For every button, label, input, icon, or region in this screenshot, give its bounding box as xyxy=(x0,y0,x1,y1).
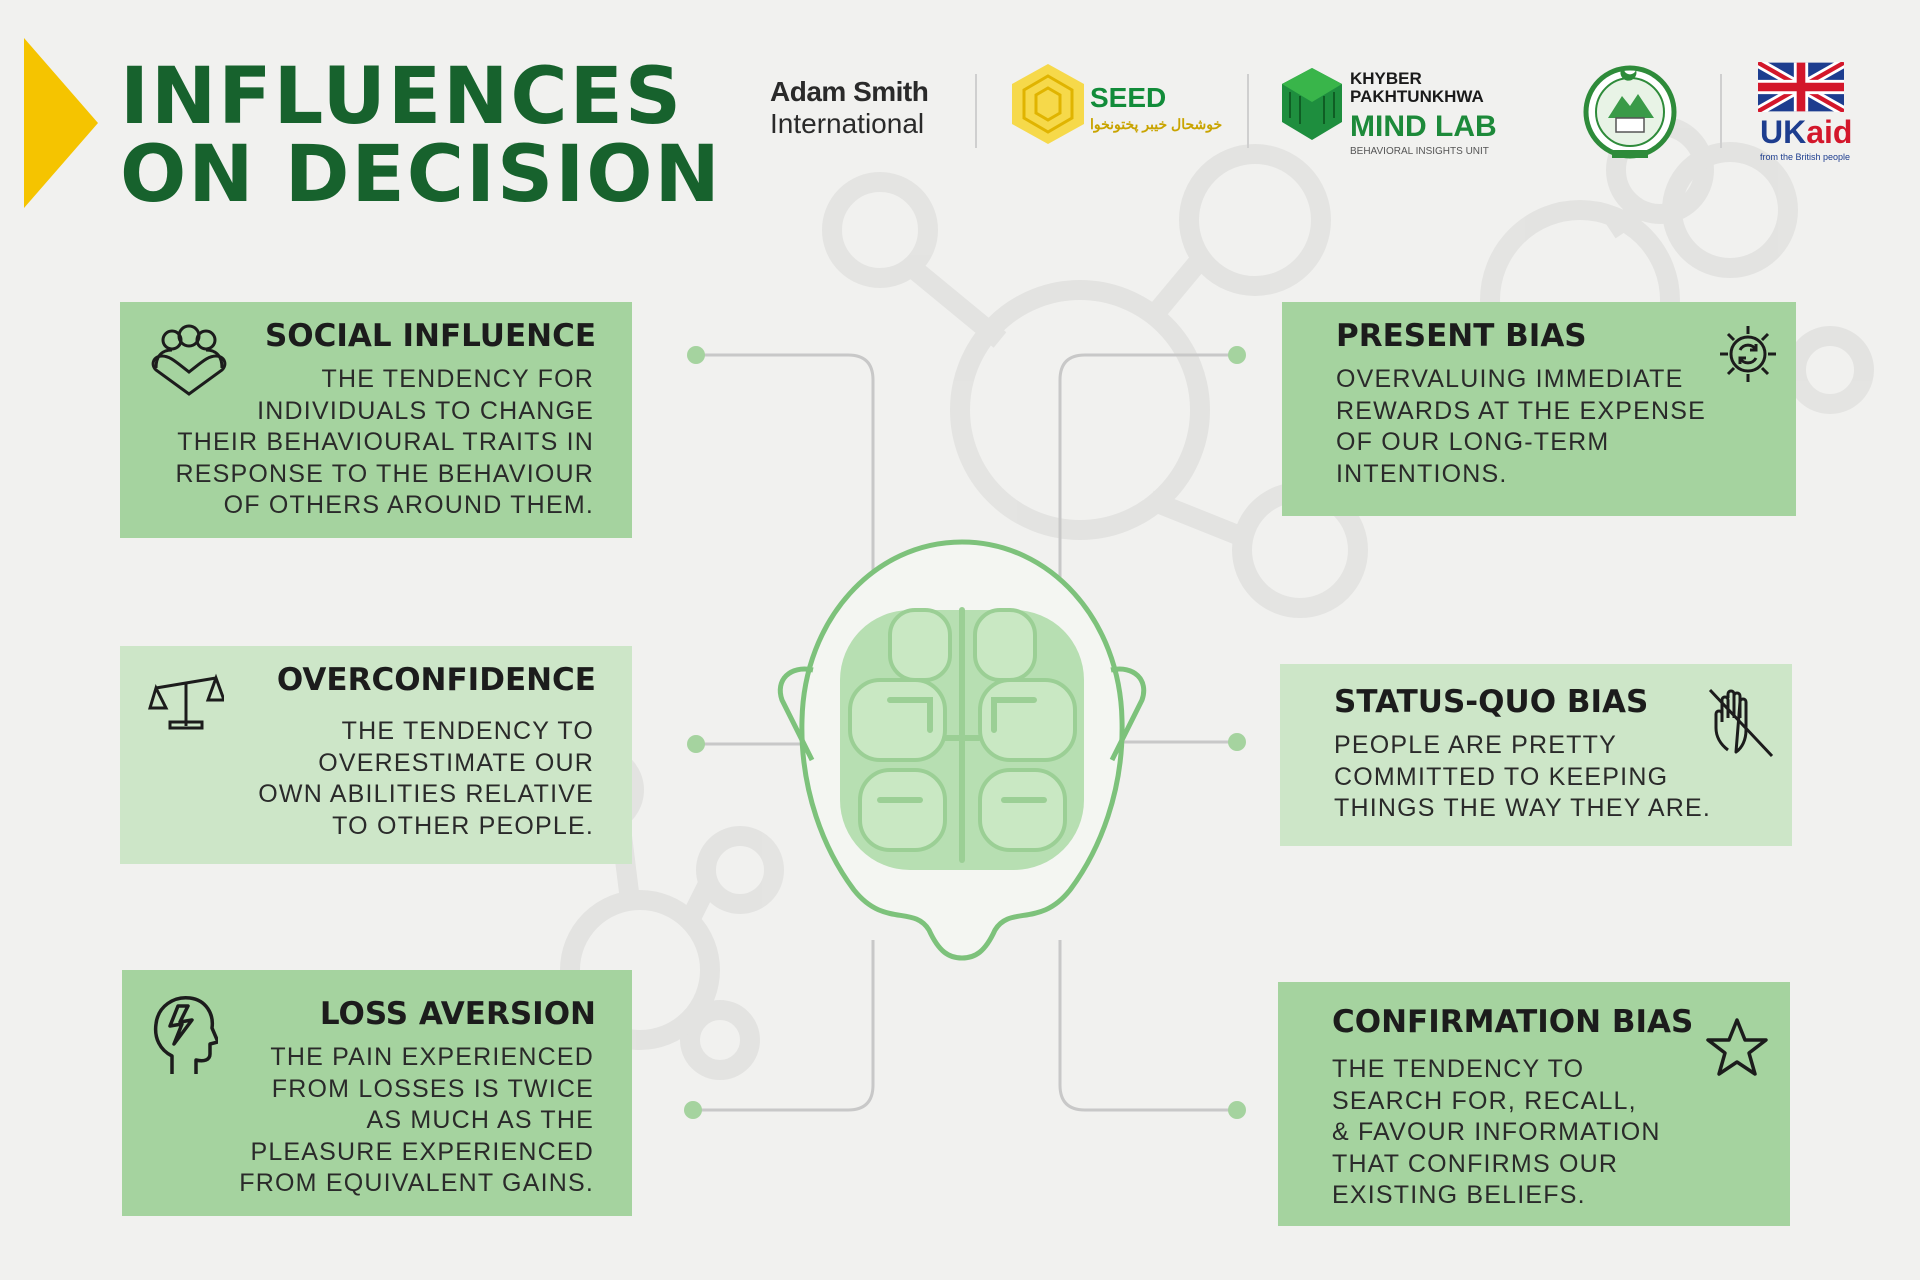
adam-smith-line1: Adam Smith xyxy=(770,76,929,107)
gear-cycle-icon xyxy=(1720,326,1776,382)
card-description-line: THINGS THE WAY THEY ARE. xyxy=(1334,794,1712,822)
kp-mind-lab-logo: KHYBER PAKHTUNKHWA MIND LAB BEHAVIORAL I… xyxy=(1280,66,1497,157)
government-seal-icon xyxy=(1583,65,1677,159)
kp-government-seal xyxy=(1578,56,1682,165)
adam-smith-logo: Adam Smith International xyxy=(770,76,929,140)
card-description-line: PLEASURE EXPERIENCED xyxy=(250,1137,594,1166)
card-description-line: SEARCH FOR, RECALL, xyxy=(1332,1086,1637,1115)
card-description-line: OF OUR LONG-TERM xyxy=(1336,428,1610,456)
ukaid-uk: UK xyxy=(1760,114,1807,150)
mind-lab-subtitle: BEHAVIORAL INSIGHTS UNIT xyxy=(1350,146,1489,157)
connector-dot-loss xyxy=(684,1101,702,1119)
seed-logo: SEED خوشحال خیبر پختونخوا xyxy=(1010,62,1222,151)
kp-name-lines: KHYBER PAKHTUNKHWA xyxy=(1350,70,1520,106)
card-description-line: THAT CONFIRMS OUR xyxy=(1332,1149,1619,1178)
card-confirmation-bias: CONFIRMATION BIAS THE TENDENCY TO SEARCH… xyxy=(1278,982,1790,1226)
card-description: THE TENDENCY TO OVERESTIMATE OUR OWN ABI… xyxy=(258,716,594,842)
card-social-influence: SOCIAL INFLUENCE THE TENDENCY FOR INDIVI… xyxy=(120,302,632,538)
card-description-line: THE TENDENCY TO xyxy=(1332,1055,1585,1083)
card-description: PEOPLE ARE PRETTY COMMITTED TO KEEPING T… xyxy=(1334,730,1711,825)
union-flag-icon xyxy=(1755,58,1847,116)
ukaid-aid: aid xyxy=(1806,114,1853,150)
card-description: THE TENDENCY TO SEARCH FOR, RECALL, & FA… xyxy=(1332,1054,1661,1212)
card-description-line: & FAVOUR INFORMATION xyxy=(1332,1118,1661,1146)
card-title: SOCIAL INFLUENCE xyxy=(264,318,596,354)
card-description-line: REWARDS AT THE EXPENSE xyxy=(1336,396,1707,425)
card-description-line: OF OTHERS AROUND THEM. xyxy=(223,491,594,519)
ukaid-wordmark: UKaid xyxy=(1760,114,1852,151)
hand-blocked-icon xyxy=(1708,688,1774,758)
head-brain-icon xyxy=(777,539,1147,961)
card-description: OVERVALUING IMMEDIATE REWARDS AT THE EXP… xyxy=(1336,364,1706,490)
ukaid-logo: UKaid from the British people xyxy=(1755,58,1852,162)
card-description-line: THE PAIN EXPERIENCED xyxy=(270,1043,594,1071)
card-description: THE TENDENCY FOR INDIVIDUALS TO CHANGE T… xyxy=(175,364,594,522)
logo-separator xyxy=(1720,74,1722,148)
star-icon xyxy=(1706,1018,1768,1076)
seed-subtitle: خوشحال خیبر پختونخوا xyxy=(1090,116,1223,132)
card-title: STATUS-QUO BIAS xyxy=(1334,684,1649,720)
page-title-line2: ON DECISION xyxy=(120,130,722,220)
card-description-line: THE TENDENCY FOR xyxy=(321,365,594,393)
connector-dot-social xyxy=(687,346,705,364)
card-status-quo-bias: STATUS-QUO BIAS PEOPLE ARE PRETTY COMMIT… xyxy=(1280,664,1792,846)
logo-separator xyxy=(975,74,977,148)
connector-dot-statusquo xyxy=(1228,733,1246,751)
page-title: INFLUENCES ON DECISION xyxy=(120,58,722,214)
accent-chevron xyxy=(24,38,98,208)
card-present-bias: PRESENT BIAS OVERVALUING IMMEDIATE REWAR… xyxy=(1282,302,1796,516)
card-description-line: RESPONSE TO THE BEHAVIOUR xyxy=(175,459,594,488)
ukaid-subtitle: from the British people xyxy=(1760,152,1851,162)
seed-name: SEED xyxy=(1090,82,1167,113)
mind-lab-cube-icon xyxy=(1282,68,1342,140)
background-network-decoration xyxy=(556,116,1874,1080)
kp-line1: KHYBER xyxy=(1350,69,1422,88)
card-description: THE PAIN EXPERIENCED FROM LOSSES IS TWIC… xyxy=(239,1042,594,1200)
card-description-line: THEIR BEHAVIOURAL TRAITS IN xyxy=(177,428,594,456)
logo-separator xyxy=(1247,74,1249,148)
balance-scale-icon xyxy=(148,673,224,730)
card-title: LOSS AVERSION xyxy=(319,996,596,1032)
connector-dots xyxy=(684,346,1246,1119)
card-description-line: OVERESTIMATE OUR xyxy=(318,748,594,777)
kp-line2: PAKHTUNKHWA xyxy=(1350,87,1484,106)
page-title-line1: INFLUENCES xyxy=(120,52,684,142)
adam-smith-line2: International xyxy=(770,108,925,139)
card-description-line: INDIVIDUALS TO CHANGE xyxy=(257,396,594,425)
card-title: PRESENT BIAS xyxy=(1336,318,1587,354)
card-description-line: FROM LOSSES IS TWICE xyxy=(271,1074,594,1103)
card-description-line: THE TENDENCY TO xyxy=(341,717,594,745)
card-description-line: TO OTHER PEOPLE. xyxy=(332,811,594,840)
card-description-line: OVERVALUING IMMEDIATE xyxy=(1336,365,1684,393)
card-overconfidence: OVERCONFIDENCE THE TENDENCY TO OVERESTIM… xyxy=(120,646,632,864)
card-description-line: AS MUCH AS THE xyxy=(366,1106,594,1134)
card-description-line: EXISTING BELIEFS. xyxy=(1332,1181,1586,1209)
head-lightning-icon xyxy=(153,996,218,1074)
card-description-line: PEOPLE ARE PRETTY xyxy=(1334,731,1617,759)
card-title: OVERCONFIDENCE xyxy=(276,662,596,698)
card-description-line: OWN ABILITIES RELATIVE xyxy=(258,780,594,808)
group-heart-icon xyxy=(151,324,227,396)
partner-logos: Adam Smith International SEED خوشحال خیب… xyxy=(760,56,1860,166)
connector-dot-confirmation xyxy=(1228,1101,1246,1119)
card-description-line: INTENTIONS. xyxy=(1336,459,1508,488)
connector-dot-present xyxy=(1228,346,1246,364)
card-title: CONFIRMATION BIAS xyxy=(1332,1004,1694,1040)
card-description-line: FROM EQUIVALENT GAINS. xyxy=(239,1169,594,1197)
mind-lab-name: MIND LAB xyxy=(1350,110,1497,143)
card-loss-aversion: LOSS AVERSION THE PAIN EXPERIENCED FROM … xyxy=(122,970,632,1216)
connector-dot-overconfidence xyxy=(687,735,705,753)
card-description-line: COMMITTED TO KEEPING xyxy=(1334,762,1669,791)
seed-emblem-icon xyxy=(1012,64,1084,144)
connector-lines xyxy=(696,353,1237,1112)
